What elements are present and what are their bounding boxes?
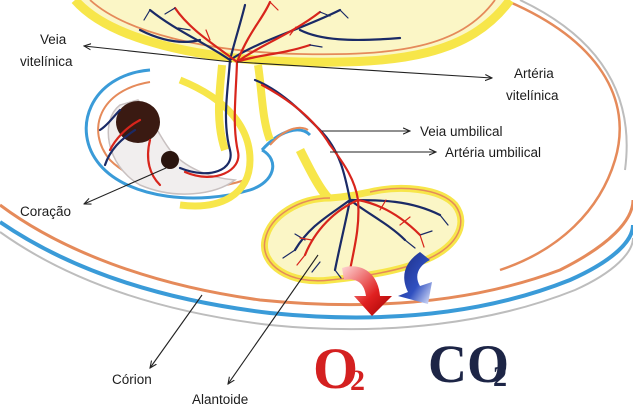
co2-label: CO 2	[428, 334, 509, 394]
label-veia-vitelinica-line1: Veia	[40, 32, 67, 47]
label-arteria-vitelinica-line1: Artéria	[514, 66, 554, 81]
label-veia-vitelinica-line2: vitelínica	[20, 54, 73, 69]
label-arteria-vitelinica-line2: vitelínica	[506, 88, 559, 103]
heart-icon	[161, 151, 179, 169]
leader-corion	[150, 295, 202, 368]
leader-alantoide	[228, 255, 318, 384]
svg-text:2: 2	[350, 364, 365, 397]
allantois	[264, 188, 460, 280]
o2-label: O 2	[313, 336, 365, 401]
label-alantoide: Alantoide	[192, 392, 248, 407]
svg-text:2: 2	[493, 362, 507, 393]
label-corion: Córion	[112, 372, 152, 387]
label-arteria-umbilical: Artéria umbilical	[445, 145, 541, 160]
label-coracao: Coração	[20, 204, 71, 219]
label-veia-umbilical: Veia umbilical	[420, 124, 503, 139]
